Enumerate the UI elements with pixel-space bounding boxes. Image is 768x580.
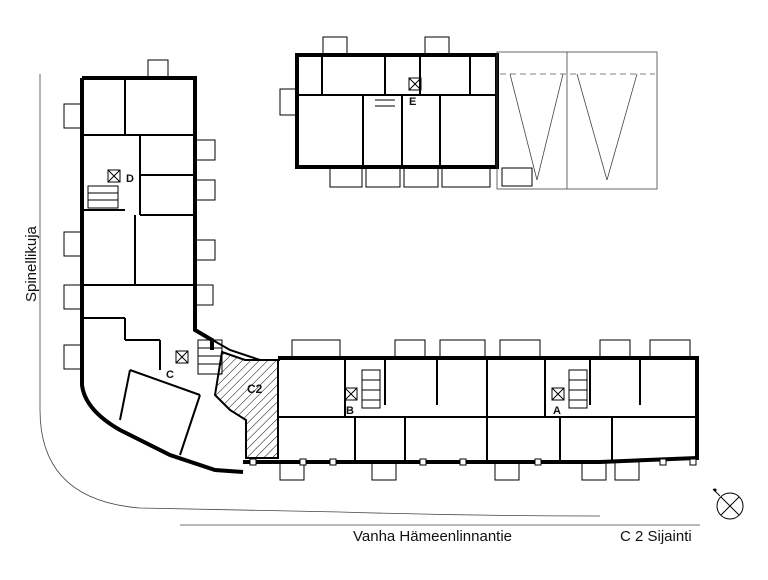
entrance-label-e: E [409, 96, 416, 108]
north-building [279, 36, 499, 188]
corner-core [194, 329, 280, 459]
site-boundary-line [39, 74, 601, 517]
c2-label: C2 [247, 382, 263, 396]
street-name-south: Vanha Hämeenlinnantie [353, 528, 512, 545]
entrance-label-a: A [553, 405, 561, 417]
entrance-label-b: B [346, 405, 354, 417]
south-building [243, 339, 699, 481]
west-wing [63, 59, 244, 474]
entrance-label-d: D [126, 173, 134, 185]
north-arrow-icon [712, 488, 744, 520]
plan-caption: C 2 Sijainti [620, 528, 692, 545]
carport-canopy [496, 51, 658, 190]
c2-apartment-highlight [213, 350, 279, 459]
entrance-label-c: C [166, 369, 174, 381]
street-name-west: Spinellikuja [23, 225, 40, 302]
